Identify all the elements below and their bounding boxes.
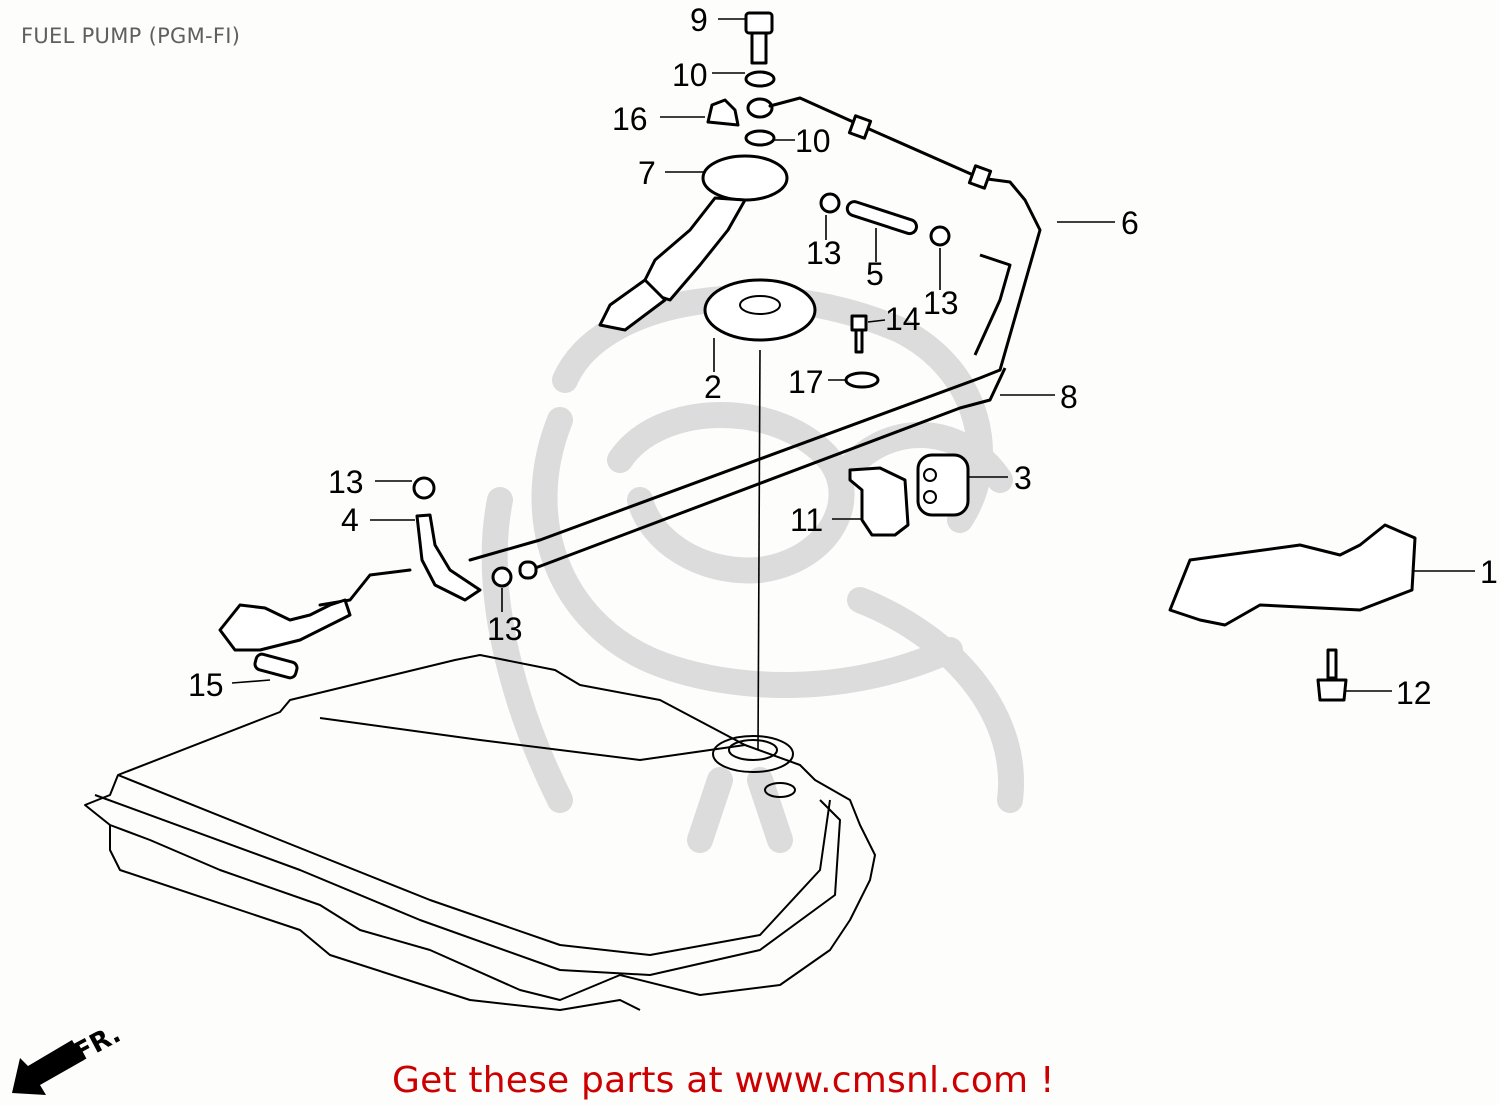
bolt-9 <box>744 11 774 65</box>
diagram-title: FUEL PUMP (PGM-FI) <box>21 24 241 48</box>
callout-7: 7 <box>638 155 656 191</box>
fuel-tank <box>84 654 876 1011</box>
callout-labels: 9 10 16 10 7 6 13 5 13 14 2 17 8 13 3 4 … <box>188 2 1498 711</box>
callout-16: 16 <box>612 101 648 137</box>
bolt-14 <box>850 314 868 354</box>
leader-lines <box>231 18 1475 692</box>
screw-12 <box>1316 648 1348 702</box>
wrench-mascot-watermark-icon <box>481 285 1025 853</box>
clamp-11 <box>848 466 910 537</box>
hose-4 <box>415 513 482 602</box>
callout-2: 2 <box>704 369 722 405</box>
assembly-guide-line <box>757 349 761 751</box>
fuel-pump-assembly <box>598 154 789 332</box>
promo-link[interactable]: Get these parts at www.cmsnl.com ! <box>392 1060 1055 1101</box>
clip-13 <box>491 566 513 588</box>
banjo-fitting <box>746 97 774 119</box>
callout-10: 10 <box>795 123 831 159</box>
callout-1: 1 <box>1480 554 1498 590</box>
callout-13: 13 <box>328 464 364 500</box>
callout-13: 13 <box>806 235 842 271</box>
washer-10-upper <box>744 70 776 88</box>
fuel-filter-connector <box>218 598 352 652</box>
front-arrow-icon: FR. <box>12 1019 126 1095</box>
hose-5 <box>845 200 918 236</box>
callout-4: 4 <box>341 502 359 538</box>
callout-11: 11 <box>790 502 823 538</box>
callout-13: 13 <box>487 611 523 647</box>
callout-3: 3 <box>1014 460 1032 496</box>
callout-15: 15 <box>188 667 224 703</box>
packing-ring <box>703 278 817 342</box>
callout-13: 13 <box>923 285 959 321</box>
callout-6: 6 <box>1121 205 1139 241</box>
clip-13 <box>819 192 841 214</box>
callout-8: 8 <box>1060 379 1078 415</box>
callout-9: 9 <box>690 2 708 38</box>
bracket-1 <box>1168 523 1417 627</box>
grommet-3 <box>916 453 970 517</box>
hose-joint <box>847 114 873 140</box>
nut-16 <box>706 98 740 127</box>
callout-17: 17 <box>788 364 824 400</box>
callout-12: 12 <box>1396 675 1432 711</box>
clip-13 <box>929 225 951 247</box>
callout-5: 5 <box>866 256 884 292</box>
washer-17 <box>844 371 880 389</box>
hose-joint <box>967 164 993 190</box>
callout-10: 10 <box>672 57 708 93</box>
pipe-end <box>518 560 538 580</box>
fuel-pipe-feed-6 <box>468 96 1042 562</box>
fuel-pipe-return-8 <box>529 367 1007 572</box>
hose-to-filter <box>318 568 412 607</box>
fitting-15 <box>253 652 299 680</box>
clip-13 <box>412 476 436 500</box>
washer-10-lower <box>744 129 776 147</box>
callout-14: 14 <box>885 301 921 337</box>
